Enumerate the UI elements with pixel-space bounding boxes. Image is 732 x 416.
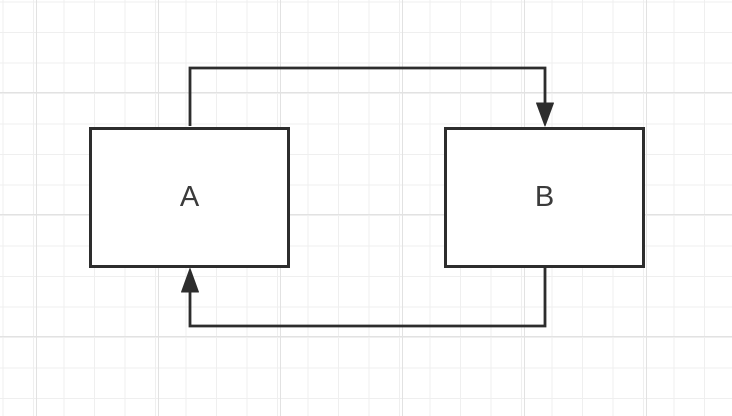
node-b[interactable]: B xyxy=(444,127,645,268)
arrowhead-down-icon xyxy=(536,102,554,127)
arrowhead-up-icon xyxy=(181,268,199,293)
node-a-label: A xyxy=(179,181,200,213)
edge-b-to-a-line[interactable] xyxy=(188,268,547,328)
edge-b-to-a[interactable] xyxy=(181,268,547,328)
node-b-label: B xyxy=(534,181,555,213)
edge-a-to-b-line[interactable] xyxy=(188,66,547,126)
edge-a-to-b[interactable] xyxy=(188,66,554,127)
node-a[interactable]: A xyxy=(89,127,290,268)
